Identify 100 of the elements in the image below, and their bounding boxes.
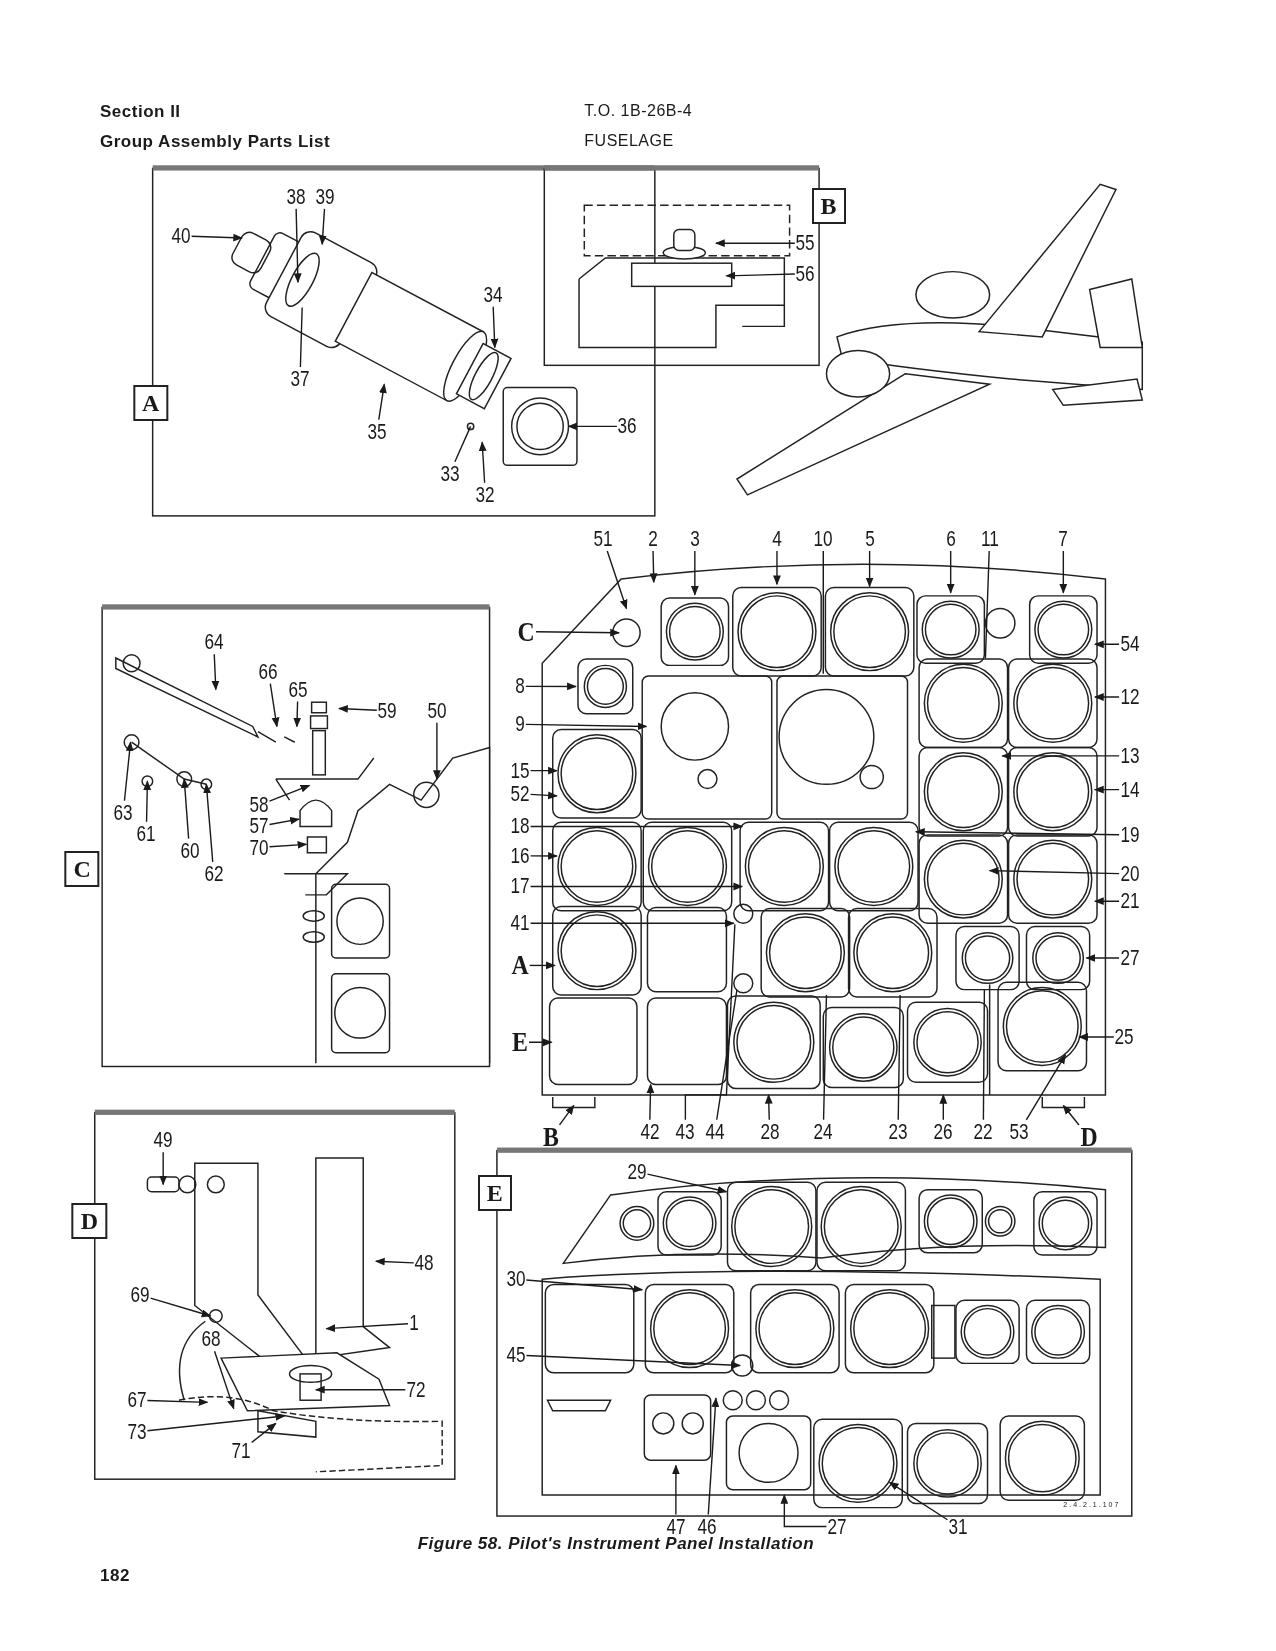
leader-line	[558, 1104, 575, 1126]
callout-number: 55	[795, 232, 815, 255]
leader-line	[159, 1151, 168, 1186]
leader-line	[1093, 693, 1120, 701]
callout-number: 32	[475, 483, 495, 506]
leader-line	[529, 882, 744, 891]
leader-line	[143, 780, 152, 823]
callout-number: 64	[204, 631, 224, 654]
leader-line	[865, 550, 874, 588]
callout-number: 2	[647, 528, 658, 551]
leader-line	[1078, 1033, 1115, 1041]
callout-number: 36	[617, 415, 637, 438]
callout-number: 39	[315, 185, 335, 208]
leader-line	[433, 721, 441, 781]
leader-line	[939, 1093, 948, 1121]
instrument-panel-drawing	[541, 563, 1107, 1109]
leader-line	[149, 1297, 212, 1318]
leader-line	[268, 841, 308, 849]
callout-number: 44	[705, 1120, 725, 1143]
callout-number: 33	[440, 462, 460, 485]
callout-number: 30	[506, 1268, 526, 1291]
section-heading: Section II	[100, 102, 181, 123]
leader-line	[822, 550, 824, 675]
callout-number: 16	[510, 844, 530, 867]
leader-line	[567, 422, 618, 431]
callout-number: 62	[204, 862, 224, 885]
leader-line	[764, 1093, 773, 1121]
leader-line	[535, 628, 621, 637]
callout-number: 26	[933, 1120, 953, 1143]
callout-number: 25	[1114, 1026, 1134, 1048]
leader-line	[293, 208, 302, 284]
callout-number: 60	[179, 839, 200, 862]
callout-number: 71	[231, 1439, 251, 1462]
leader-line	[528, 1038, 553, 1047]
leader-line	[714, 239, 796, 248]
leader-line	[190, 233, 244, 242]
callout-number: 29	[627, 1160, 647, 1183]
leader-line	[374, 1257, 415, 1266]
callout-number: 21	[1120, 890, 1140, 913]
leader-line	[780, 1494, 828, 1528]
leader-line	[646, 1173, 728, 1194]
callout-number: 61	[136, 822, 156, 845]
leader-line	[211, 653, 220, 691]
leader-line	[684, 923, 736, 1121]
detail-letter-box: A	[132, 385, 169, 422]
callout-number: 49	[153, 1129, 173, 1152]
leader-line	[649, 550, 658, 584]
callout-number: 59	[377, 699, 397, 722]
leader-line	[1093, 897, 1120, 906]
leader-line	[213, 1350, 235, 1410]
callout-number: 6	[945, 528, 956, 551]
detail-letter-box: C	[64, 850, 100, 887]
leader-line	[338, 705, 378, 713]
callout-number: 23	[888, 1120, 908, 1143]
leader-line	[946, 550, 955, 594]
leader-line	[1062, 1104, 1080, 1126]
leader-line	[1001, 752, 1120, 760]
leader-line	[606, 550, 628, 610]
callout-number: 43	[675, 1120, 695, 1143]
leader-line	[716, 988, 738, 1121]
callout-number: 56	[795, 262, 815, 285]
leader-line	[269, 683, 280, 728]
section-title: FUSELAGE	[584, 131, 674, 150]
leader-line	[529, 919, 735, 928]
callout-number: 1	[408, 1312, 419, 1335]
callout-number: 69	[130, 1283, 150, 1306]
leader-line	[1059, 550, 1068, 594]
callout-number: 41	[510, 912, 530, 935]
page-number: 182	[100, 1565, 130, 1586]
callout-number: 27	[827, 1515, 847, 1538]
leader-line	[123, 741, 134, 802]
mount-drawing	[578, 204, 791, 349]
leader-line	[725, 271, 796, 280]
leader-line	[529, 791, 558, 800]
detail-reference-letter: E	[512, 1028, 528, 1057]
callout-number: 72	[406, 1378, 426, 1401]
callout-number: 20	[1120, 862, 1140, 885]
callout-number: 45	[506, 1343, 526, 1366]
callout-number: 27	[1120, 947, 1140, 970]
leader-line	[1085, 954, 1120, 962]
leader-line	[181, 778, 190, 840]
callout-number: 66	[258, 660, 278, 683]
callout-number: 67	[127, 1389, 147, 1412]
leader-line	[454, 425, 472, 463]
callout-number: 50	[427, 699, 447, 722]
detail-letter-box: D	[71, 1203, 108, 1240]
leader-line	[528, 961, 556, 970]
callout-number: 18	[510, 815, 530, 838]
leader-line	[299, 306, 303, 368]
leader-line	[672, 1464, 680, 1516]
callout-number: 11	[980, 528, 999, 551]
callout-number: 40	[171, 224, 191, 247]
callout-number: 65	[288, 678, 308, 701]
leader-line	[268, 816, 300, 826]
callout-number: 22	[973, 1120, 993, 1143]
leader-line	[1025, 1054, 1067, 1121]
callout-number: 8	[515, 675, 525, 698]
callout-number: 10	[813, 528, 833, 551]
leader-line	[146, 1398, 209, 1406]
leader-line	[378, 383, 387, 421]
